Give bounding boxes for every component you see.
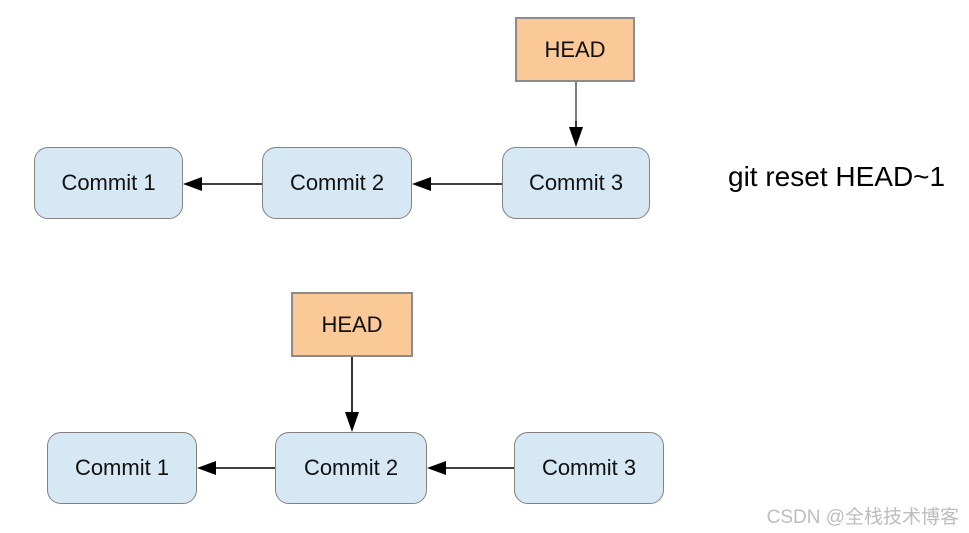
csdn-watermark: CSDN @全栈技术博客: [766, 507, 959, 528]
arrow-head-to-commit2: [345, 357, 359, 432]
arrow-head-to-commit3: [569, 82, 583, 147]
commit-node-3-after: Commit 3: [514, 432, 664, 504]
commit-node-1-before: Commit 1: [34, 147, 183, 219]
git-command-text: git reset HEAD~1: [728, 161, 946, 192]
commit-node-3-before: Commit 3: [502, 147, 650, 219]
head-node-before: HEAD: [515, 17, 635, 82]
arrow-commit2-to-commit1-before: [183, 177, 262, 191]
arrow-commit3-to-commit2-after: [427, 461, 514, 475]
arrow-commit2-to-commit1-after: [197, 461, 275, 475]
head-node-after: HEAD: [291, 292, 413, 357]
commit-node-2-before: Commit 2: [262, 147, 412, 219]
arrow-commit3-to-commit2-before: [412, 177, 502, 191]
commit-node-2-after: Commit 2: [275, 432, 427, 504]
commit-node-1-after: Commit 1: [47, 432, 197, 504]
